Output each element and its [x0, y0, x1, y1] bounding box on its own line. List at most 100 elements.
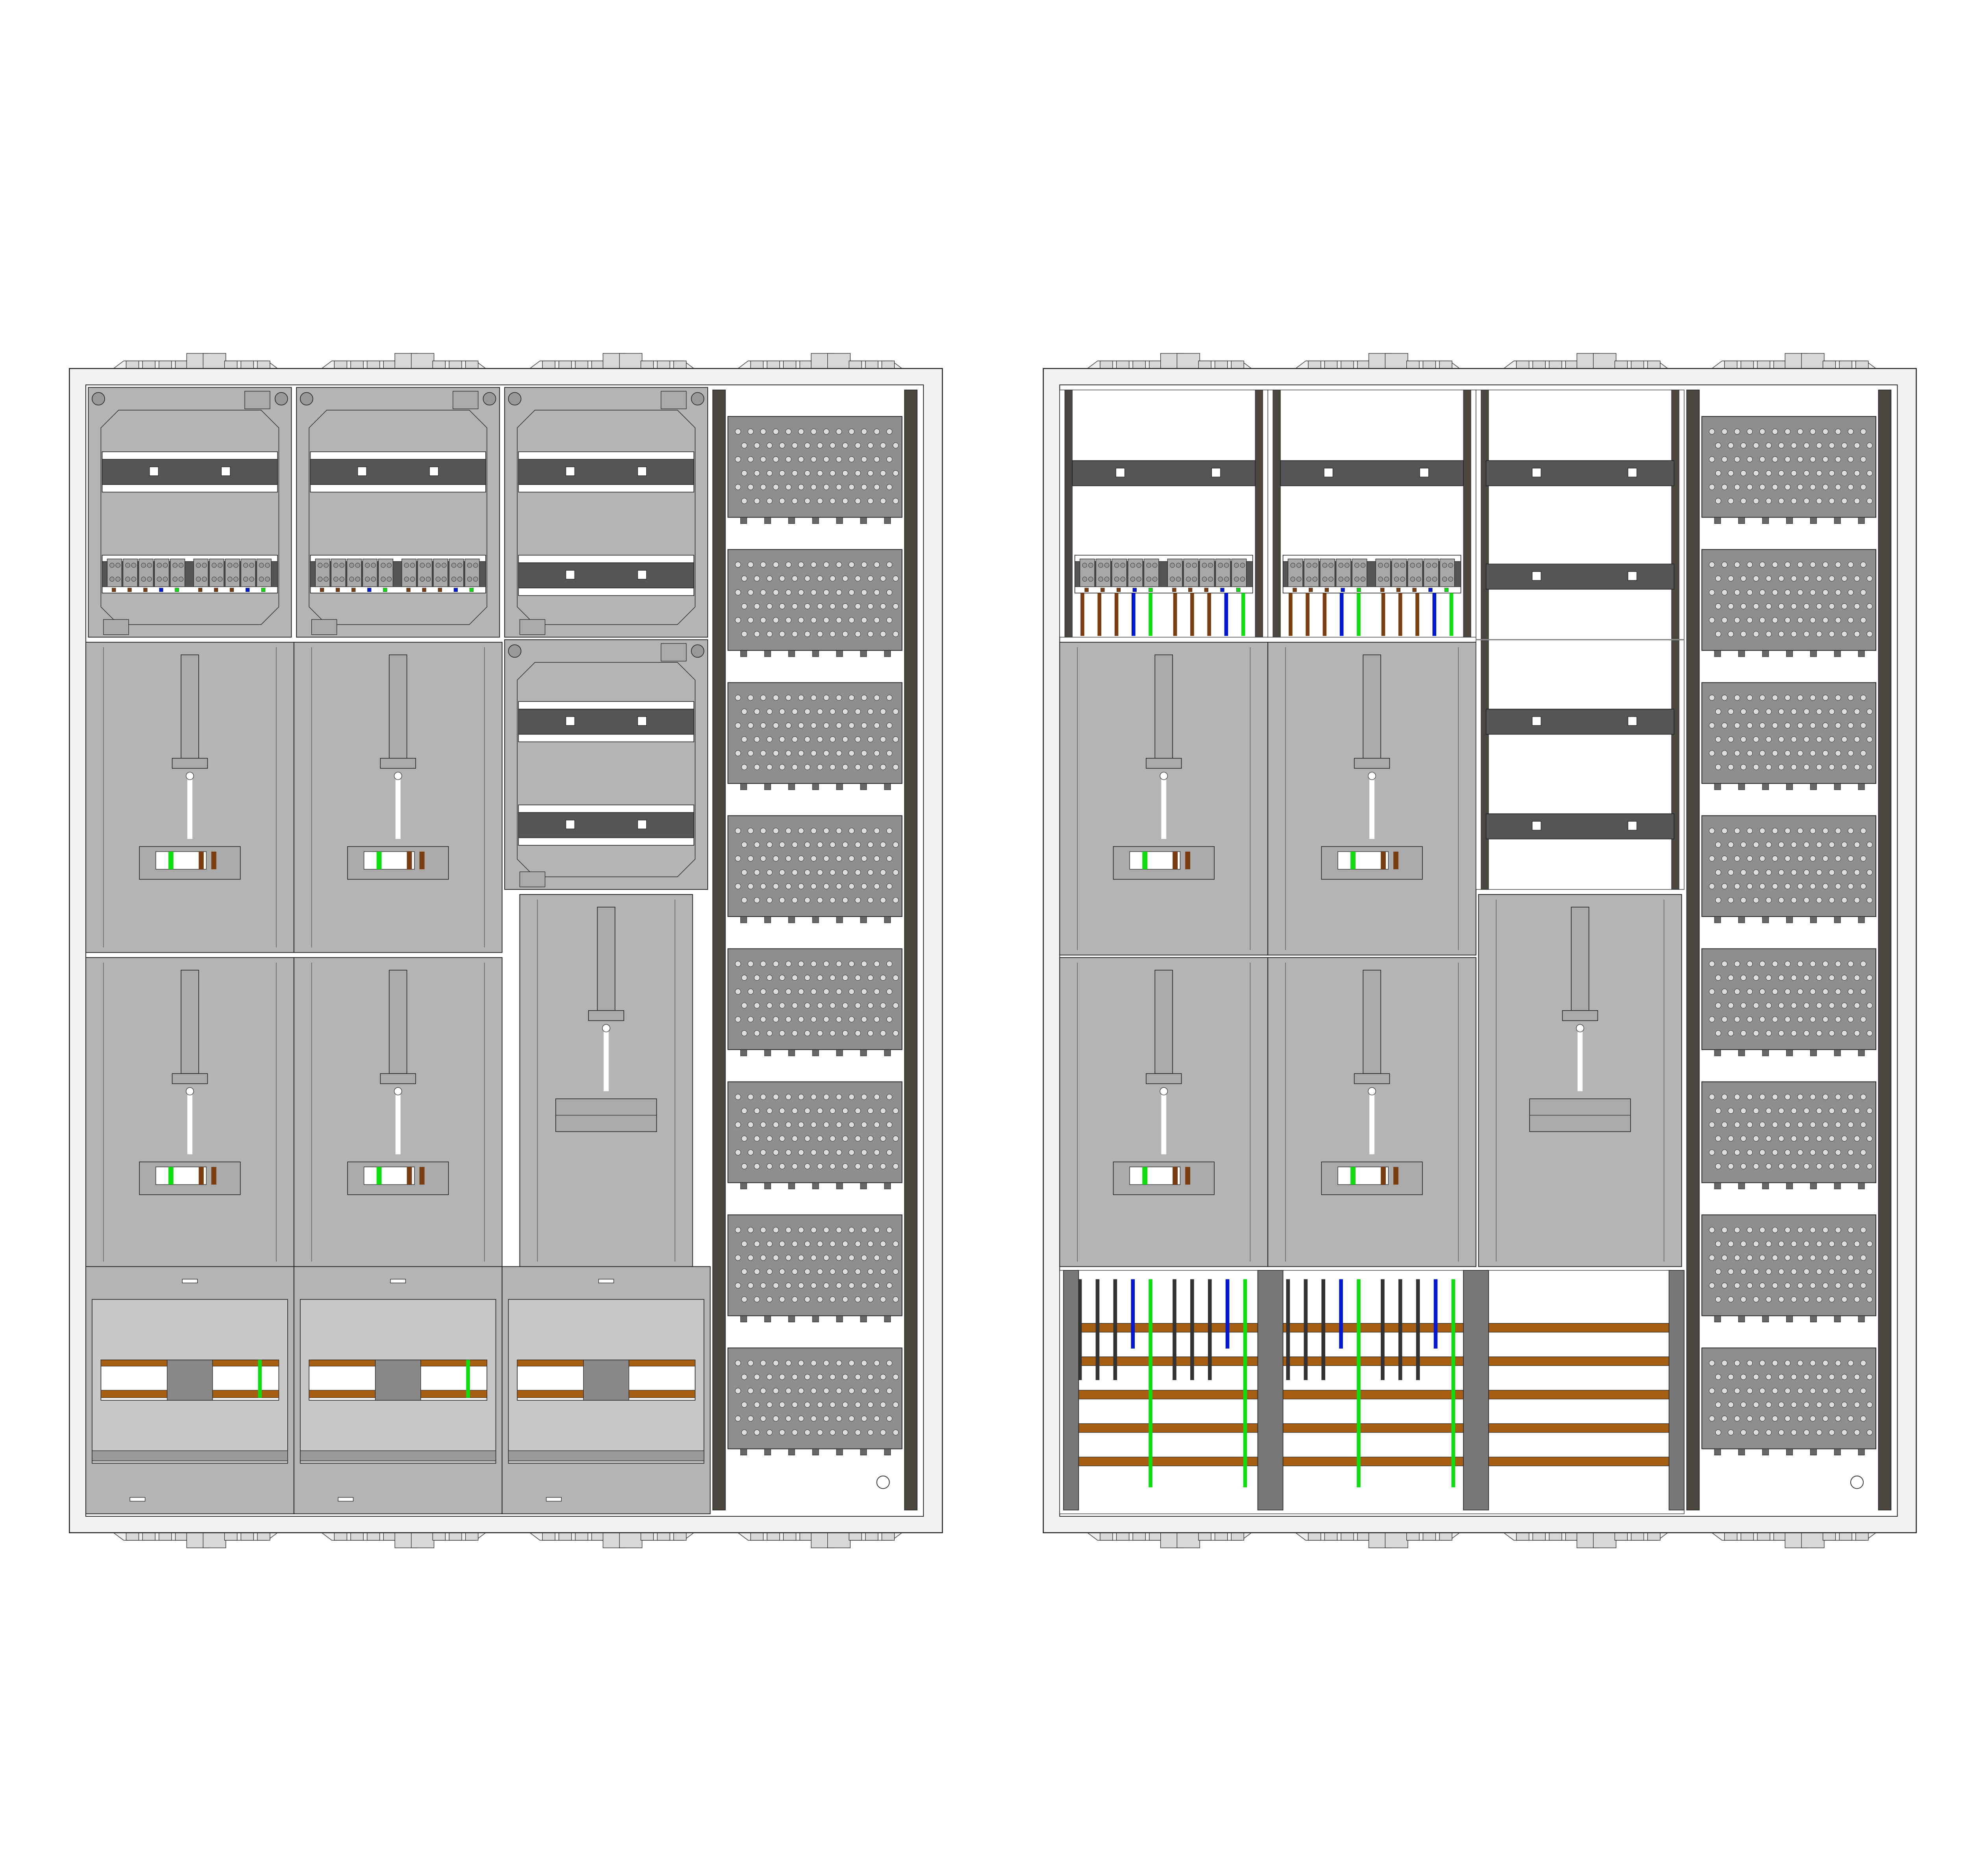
plate-hole	[792, 869, 798, 876]
plate-hole	[785, 1255, 792, 1261]
plate-foot	[1858, 1049, 1865, 1056]
terminal-screw	[1088, 577, 1093, 582]
terminal-screw	[1218, 563, 1223, 568]
terminal-screw	[249, 577, 254, 582]
cable-gland	[542, 1532, 555, 1541]
plate-hole	[886, 1416, 893, 1422]
meter-terminal-brown	[1381, 851, 1386, 869]
plate-foot	[1858, 783, 1865, 790]
terminal-block	[331, 558, 346, 587]
plate-hole	[1822, 429, 1829, 435]
terminal-block-row	[102, 554, 278, 593]
plate-hole	[773, 750, 779, 756]
plate-hole	[1797, 1416, 1803, 1422]
plate-hole	[836, 1282, 842, 1289]
plate-hole	[842, 764, 848, 770]
plate-hole	[861, 722, 867, 728]
plate-hole	[823, 1149, 829, 1155]
cable-gland	[865, 360, 879, 369]
plate-hole	[798, 1416, 804, 1422]
terminal-color-marker	[422, 588, 426, 592]
terminal-screw	[435, 577, 441, 582]
plate-hole	[785, 1016, 792, 1022]
terminal-screw	[355, 577, 360, 582]
plate-hole	[1728, 1241, 1734, 1247]
plate-hole	[1860, 589, 1866, 595]
meter-terminal-brown	[198, 851, 204, 869]
plate-hole	[1797, 750, 1803, 756]
plate-hole	[735, 695, 741, 701]
plate-hole	[741, 1002, 747, 1009]
plate-hole	[1772, 750, 1778, 756]
plate-hole	[1797, 429, 1803, 435]
plate-hole	[1848, 961, 1854, 967]
cable-gland-group	[113, 1532, 279, 1548]
plate-hole	[1822, 589, 1829, 595]
screw-icon	[274, 392, 288, 406]
mounting-rack	[1686, 390, 1892, 1510]
plate-hole	[785, 750, 792, 756]
plate-hole	[886, 1122, 893, 1128]
plate-hole	[1785, 989, 1791, 995]
terminal-screw	[1296, 577, 1302, 582]
meter-slot-base	[588, 1010, 624, 1021]
plate-hole	[855, 1108, 861, 1114]
cable-gland	[1549, 360, 1562, 369]
plate-hole	[855, 708, 861, 715]
plate-hole	[842, 1135, 848, 1142]
cable-gland-group	[320, 353, 487, 369]
plate-hole	[1753, 736, 1759, 743]
bottom-terminal-section	[501, 1266, 711, 1514]
plate-hole	[1759, 589, 1766, 595]
plate-hole	[779, 498, 785, 504]
plate-hole	[861, 989, 867, 995]
plate-hole	[1791, 841, 1797, 848]
plate-hole	[1803, 442, 1810, 449]
terminal-screw	[1234, 563, 1239, 568]
cable-gland	[783, 360, 797, 369]
plate-hole	[1753, 708, 1759, 715]
din-rail-bar	[310, 459, 486, 485]
plate-foot	[1786, 1449, 1793, 1456]
plate-hole	[886, 989, 893, 995]
plate-foot	[1858, 916, 1865, 923]
cable-gland	[449, 1532, 462, 1541]
plate-hole	[1778, 442, 1785, 449]
terminal-color-marker	[159, 588, 163, 592]
plate-hole	[754, 1296, 760, 1303]
plate-foot	[1714, 650, 1721, 657]
plate-hole	[829, 1401, 836, 1408]
plate-hole	[1721, 589, 1728, 595]
plate-hole	[1803, 1241, 1810, 1247]
din-cover	[88, 387, 292, 638]
terminal-screw	[1176, 577, 1181, 582]
terminal-screw	[457, 577, 462, 582]
plate-hole	[855, 1401, 861, 1408]
plate-hole	[1709, 589, 1715, 595]
plate-hole	[1728, 1002, 1734, 1009]
plate-hole	[1848, 828, 1854, 834]
plate-hole	[1797, 617, 1803, 623]
din-rail-hole	[1628, 468, 1637, 477]
plate-hole	[848, 1122, 855, 1128]
plate-hole	[798, 484, 804, 490]
plate-hole	[1753, 1268, 1759, 1275]
plate-hole	[1746, 695, 1753, 701]
plate-hole	[1860, 828, 1866, 834]
plate-hole	[754, 1135, 760, 1142]
plate-hole	[1772, 1360, 1778, 1366]
meter-handle-knob	[1576, 1024, 1584, 1032]
plate-hole	[874, 1282, 880, 1289]
plate-hole	[1835, 828, 1841, 834]
plate-hole	[1835, 1149, 1841, 1155]
terminal-screw	[125, 577, 130, 582]
plate-foot	[788, 1315, 795, 1322]
plate-hole	[1791, 1401, 1797, 1408]
plate-hole	[1797, 589, 1803, 595]
plate-hole	[1816, 974, 1822, 981]
plate-hole	[842, 869, 848, 876]
terminal-screw	[324, 577, 329, 582]
plate-hole	[792, 1108, 798, 1114]
plate-foot	[764, 916, 771, 923]
plate-hole	[792, 603, 798, 610]
